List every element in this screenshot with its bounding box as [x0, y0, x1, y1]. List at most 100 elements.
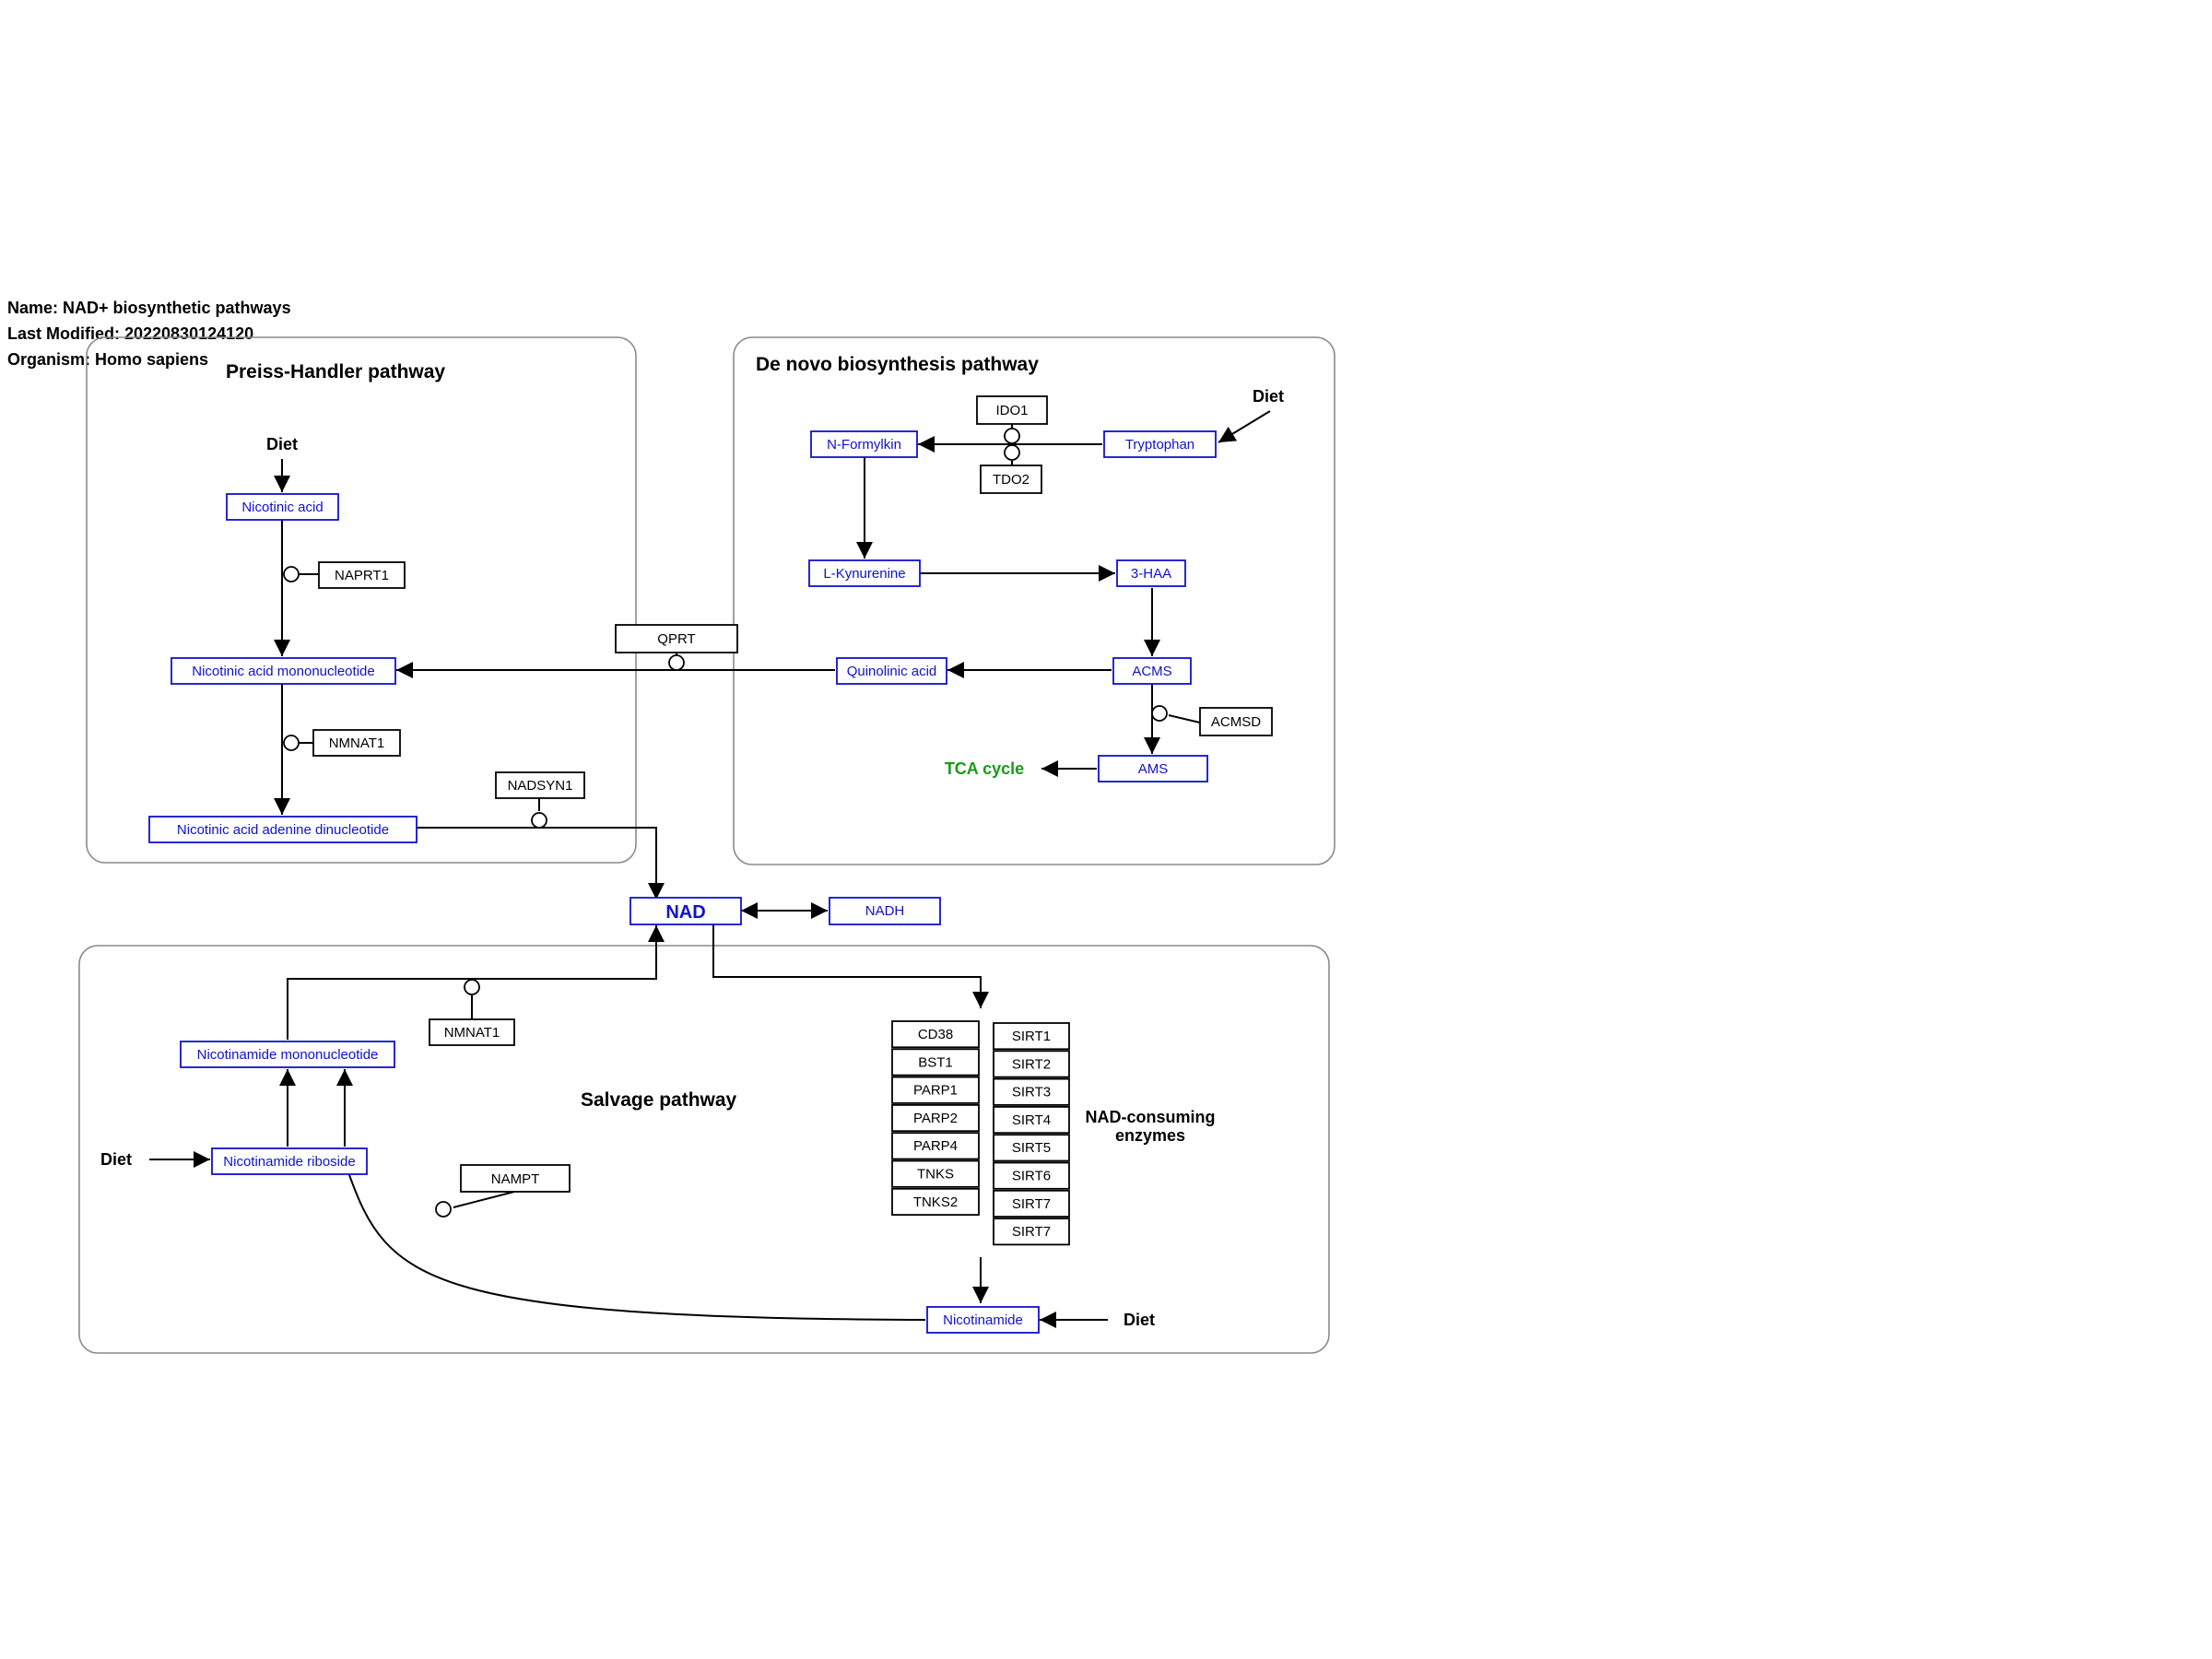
salvage-group	[78, 945, 1330, 1354]
gene-nmnat1-bottom[interactable]: NMNAT1	[429, 1018, 515, 1046]
label-tca-cycle: TCA cycle	[945, 759, 1024, 778]
gene-naprt1[interactable]: NAPRT1	[318, 561, 406, 589]
consuming-enzyme-right-1[interactable]: SIRT2	[993, 1050, 1070, 1078]
metabolite-ams[interactable]: AMS	[1098, 755, 1208, 782]
gene-qprt[interactable]: QPRT	[615, 624, 738, 653]
consuming-enzyme-right-4[interactable]: SIRT5	[993, 1134, 1070, 1162]
svg-text:TNKS2: TNKS2	[913, 1194, 958, 1210]
svg-text:NADH: NADH	[865, 903, 905, 919]
svg-text:IDO1: IDO1	[995, 403, 1028, 418]
edge-nr-to-nicotinamide	[347, 1171, 926, 1321]
consuming-enzyme-right-0[interactable]: SIRT1	[993, 1022, 1070, 1051]
gene-nadsyn1[interactable]: NADSYN1	[495, 771, 585, 799]
svg-text:BST1: BST1	[918, 1054, 953, 1070]
metabolite-nadh[interactable]: NADH	[829, 897, 941, 925]
metabolite-n-formylkin[interactable]: N-Formylkin	[810, 430, 918, 458]
nmnat1-top-catalysis	[283, 735, 300, 751]
metabolite-acms[interactable]: ACMS	[1112, 657, 1192, 685]
edge-nmn-to-nad	[287, 925, 665, 1040]
metabolite-nicotinamide-riboside[interactable]: Nicotinamide riboside	[211, 1147, 368, 1175]
consuming-enzyme-right-6[interactable]: SIRT7	[993, 1189, 1070, 1218]
metabolite-nicotinic-acid-mononucleotide[interactable]: Nicotinic acid mononucleotide	[171, 657, 396, 685]
metabolite-nicotinamide[interactable]: Nicotinamide	[926, 1306, 1040, 1334]
gene-nmnat1-top[interactable]: NMNAT1	[312, 729, 401, 757]
metabolite-tryptophan[interactable]: Tryptophan	[1103, 430, 1217, 458]
svg-text:NADSYN1: NADSYN1	[508, 778, 573, 794]
svg-text:PARP1: PARP1	[913, 1083, 958, 1099]
svg-text:PARP4: PARP4	[913, 1138, 958, 1154]
diagram-name: Name: NAD+ biosynthetic pathways	[7, 299, 291, 317]
svg-text:TDO2: TDO2	[993, 472, 1030, 488]
nadsyn1-catalysis	[531, 812, 547, 829]
svg-text:NMNAT1: NMNAT1	[329, 735, 385, 751]
consuming-enzyme-left-6[interactable]: TNKS2	[891, 1187, 980, 1217]
consuming-enzyme-left-4[interactable]: PARP4	[891, 1132, 980, 1160]
nmnat1-bottom-catalysis	[464, 979, 480, 995]
label-diet-nicotinamide: Diet	[1124, 1311, 1155, 1329]
svg-text:SIRT6: SIRT6	[1012, 1169, 1051, 1184]
nampt-link	[453, 1191, 515, 1208]
consuming-enzyme-right-5[interactable]: SIRT6	[993, 1161, 1070, 1190]
svg-text:Nicotinamide mononucleotide: Nicotinamide mononucleotide	[197, 1047, 379, 1063]
metabolite-quinolinic-acid[interactable]: Quinolinic acid	[836, 657, 947, 685]
acmsd-catalysis	[1151, 705, 1168, 722]
edge-diet-to-tryptophan	[1218, 410, 1271, 443]
qprt-catalysis	[668, 654, 685, 671]
de-novo-title: De novo biosynthesis pathway	[756, 354, 1039, 375]
metabolite-nicotinamide-mononucleotide[interactable]: Nicotinamide mononucleotide	[180, 1041, 395, 1068]
svg-text:N-Formylkin: N-Formylkin	[827, 437, 901, 453]
svg-text:SIRT5: SIRT5	[1012, 1140, 1051, 1156]
gene-acmsd[interactable]: ACMSD	[1199, 707, 1273, 736]
svg-text:TNKS: TNKS	[917, 1167, 954, 1182]
gene-ido1[interactable]: IDO1	[976, 395, 1048, 425]
svg-text:SIRT4: SIRT4	[1012, 1112, 1051, 1128]
svg-text:NAD: NAD	[665, 902, 705, 923]
tdo2-catalysis	[1004, 444, 1020, 461]
metabolite-nicotinic-acid-adenine-dinucleotide[interactable]: Nicotinic acid adenine dinucleotide	[148, 816, 418, 843]
last-modified: Last Modified: 20220830124120	[7, 324, 253, 343]
gene-nampt[interactable]: NAMPT	[460, 1164, 571, 1193]
consuming-enzyme-left-2[interactable]: PARP1	[891, 1076, 980, 1104]
organism: Organism: Homo sapiens	[7, 350, 208, 369]
edge-nad-to-consuming	[712, 924, 989, 1008]
consuming-enzyme-left-1[interactable]: BST1	[891, 1048, 980, 1077]
svg-text:L-Kynurenine: L-Kynurenine	[823, 566, 905, 582]
salvage-title: Salvage pathway	[581, 1089, 737, 1111]
metabolite-nicotinic-acid[interactable]: Nicotinic acid	[226, 493, 339, 521]
consuming-enzyme-right-7[interactable]: SIRT7	[993, 1218, 1070, 1246]
consuming-enzyme-right-3[interactable]: SIRT4	[993, 1106, 1070, 1135]
svg-text:SIRT3: SIRT3	[1012, 1085, 1051, 1100]
consuming-enzyme-left-3[interactable]: PARP2	[891, 1104, 980, 1133]
svg-text:SIRT7: SIRT7	[1012, 1224, 1051, 1240]
svg-text:Nicotinic acid: Nicotinic acid	[241, 500, 323, 515]
svg-text:NMNAT1: NMNAT1	[444, 1025, 500, 1041]
edge-naad-to-nad	[417, 827, 665, 900]
label-diet-nr: Diet	[100, 1150, 132, 1169]
svg-text:QPRT: QPRT	[657, 631, 695, 647]
metabolite-l-kynurenine[interactable]: L-Kynurenine	[808, 559, 921, 587]
consuming-enzyme-right-2[interactable]: SIRT3	[993, 1077, 1070, 1106]
svg-text:NAMPT: NAMPT	[491, 1171, 540, 1187]
naprt1-catalysis	[283, 566, 300, 582]
metabolite-nad[interactable]: NAD	[629, 897, 742, 925]
svg-text:SIRT2: SIRT2	[1012, 1056, 1051, 1072]
svg-text:Nicotinamide: Nicotinamide	[943, 1312, 1023, 1328]
metabolite-3-haa[interactable]: 3-HAA	[1116, 559, 1186, 587]
svg-text:Nicotinic acid adenine dinucle: Nicotinic acid adenine dinucleotide	[177, 822, 389, 838]
svg-text:Nicotinamide riboside: Nicotinamide riboside	[223, 1154, 355, 1170]
consuming-enzyme-left-5[interactable]: TNKS	[891, 1159, 980, 1188]
svg-text:NAPRT1: NAPRT1	[335, 568, 389, 583]
svg-text:AMS: AMS	[1138, 761, 1169, 777]
svg-text:Quinolinic acid: Quinolinic acid	[847, 664, 937, 679]
svg-text:ACMS: ACMS	[1132, 664, 1171, 679]
acmsd-link	[1168, 714, 1201, 724]
svg-text:Tryptophan: Tryptophan	[1125, 437, 1194, 453]
svg-text:CD38: CD38	[918, 1027, 953, 1042]
consuming-enzyme-left-0[interactable]: CD38	[891, 1020, 980, 1049]
label-nad-consuming: NAD-consuming	[1086, 1108, 1216, 1126]
gene-tdo2[interactable]: TDO2	[980, 465, 1042, 494]
svg-text:ACMSD: ACMSD	[1211, 714, 1261, 730]
